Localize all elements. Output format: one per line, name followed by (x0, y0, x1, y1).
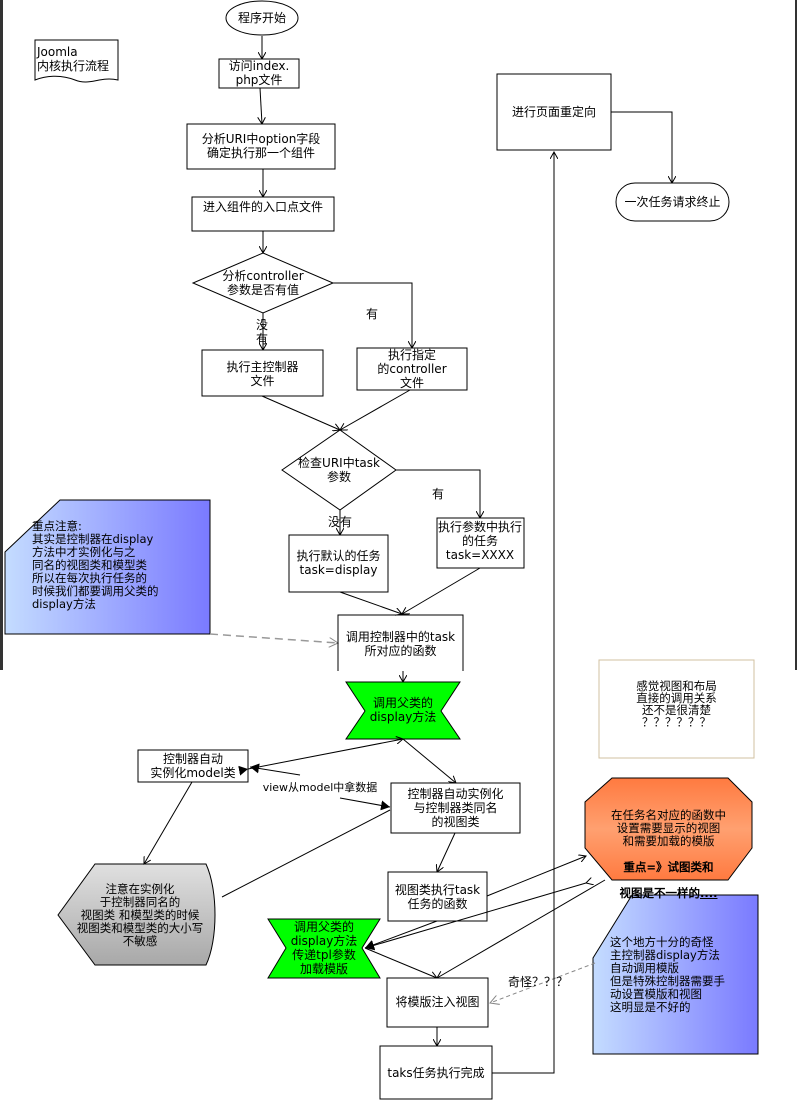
enter-component-box (191, 196, 335, 232)
arrow-main-to-task (261, 395, 340, 430)
arrow-display-to-view (402, 738, 456, 783)
arrow-orange-to-inject (437, 879, 606, 978)
arrow-model-to-case-note (144, 781, 193, 864)
arrow-done-to-redirect (492, 152, 554, 1074)
arrow-weird-to-inject (490, 962, 596, 1003)
enter-component-label: 进入组件的入口点文件 (202, 200, 323, 214)
visit-index-box (218, 58, 300, 89)
auto-view-label: 控制器自动实例化 与控制器类同名 的视图类 (407, 787, 504, 829)
arrow-visit-to-parse (260, 87, 262, 124)
param-task-box (436, 517, 525, 569)
yes-label-1: 有 (365, 307, 378, 321)
layout-note-box (598, 659, 755, 759)
arrow-yes-task (396, 469, 480, 518)
arrow-param-to-call (402, 567, 481, 614)
specified-controller-box (356, 347, 468, 391)
end-label: 一次任务请求终止 (624, 195, 721, 209)
set-view-note-normal: 在任务名对应的函数中 设置需要显示的视图 和需要加载的模版 (611, 808, 726, 848)
call-task-function-label: 调用控制器中的task 所对应的函数 (345, 630, 456, 658)
task-done-label: taks任务执行完成 (387, 1066, 485, 1080)
arrow-display-tpl-orange (364, 883, 586, 948)
left-frame-edge (0, 0, 3, 670)
set-view-note-bold-1: 重点=》试图类和 (623, 860, 714, 874)
main-controller-label: 执行主控制器 文件 (226, 360, 299, 388)
arrow-view-to-model (249, 763, 301, 776)
arrow-view-to-exec (437, 832, 456, 872)
no-label-2: 没有 (327, 515, 352, 529)
set-view-note-tail: .... (700, 886, 718, 900)
set-view-note-shape (584, 777, 753, 881)
arrow-redirect-to-end (611, 111, 672, 183)
layout-note-text: 感觉视图和布局 直接的调用关系 还不是很清楚 ？？？？？？ (636, 679, 717, 729)
weird-note-shape (592, 894, 759, 1055)
call-task-function-box (337, 614, 464, 671)
view-exec-task-label: 视图类执行task 任务的函数 (394, 883, 481, 911)
default-task-label: 执行默认的任务 task=display (296, 549, 381, 577)
arrow-default-to-call (339, 591, 402, 614)
weird-note-text: 这个地方十分的奇怪 主控制器display方法 自动调用模版 但是特殊控制器需要… (610, 935, 725, 1014)
start-ellipse (225, 0, 299, 36)
key-note-shape (4, 499, 211, 635)
parent-display-label: 调用父类的 display方法 (369, 696, 437, 724)
no-label-1: 没 有 (255, 318, 268, 346)
arrow-note-to-call (209, 633, 338, 643)
key-note-text: 重点注意: 其实是控制器在display 方法中才实例化与之 同名的视图类和模型… (32, 519, 159, 611)
arrow-yes-controller (333, 282, 412, 348)
param-task-label: 执行参数中执行 的任务 task=XXXX (437, 520, 522, 562)
parse-option-label: 分析URI中option字段 确定执行那一个组件 (201, 132, 321, 160)
start-label: 程序开始 (237, 11, 286, 25)
arrow-display-model (248, 739, 403, 769)
yes-label-2: 有 (431, 487, 444, 501)
case-note-shape (57, 863, 216, 966)
parent-display-shape (345, 681, 461, 740)
auto-view-box (390, 782, 521, 834)
set-view-note-bold-2: 视图是不一样的 (619, 886, 701, 900)
arrow-specified-to-task (340, 389, 411, 430)
task-done-box (379, 1045, 493, 1100)
arrow-exec-to-orange (486, 856, 586, 897)
default-task-box (288, 534, 389, 593)
main-controller-box (201, 349, 324, 397)
parse-option-box (186, 123, 336, 170)
inject-template-box (386, 977, 489, 1028)
visit-index-label: 访问index. php文件 (228, 59, 290, 87)
end-terminator (615, 182, 730, 222)
decision-task-label: 检查URI中task 参数 (298, 456, 380, 484)
inject-template-label: 将模版注入视图 (395, 995, 480, 1009)
weird-label: 奇怪？？？ (507, 975, 568, 989)
title-document-shape (34, 39, 119, 83)
diagram-title: Joomla 内核执行流程 (37, 45, 110, 73)
decision-controller-label: 分析controller 参数是否有值 (222, 269, 304, 297)
arrow-display-tpl-to-inject (364, 947, 437, 978)
arrow-model-to-view (339, 797, 391, 811)
right-frame-edge (795, 0, 797, 670)
auto-model-box (137, 749, 249, 783)
set-view-note-text: 在任务名对应的函数中 设置需要显示的视图 和需要加载的模版 重点=》试图类和 视… (585, 796, 752, 900)
specified-controller-label: 执行指定 的controller 文件 (377, 348, 447, 390)
redirect-label: 进行页面重定向 (511, 105, 596, 119)
parent-display-tpl-label: 调用父类的 display方法 传递tpl参数 加载模版 (290, 920, 358, 976)
case-note-text: 注意在实例化 于控制器同名的 视图类 和模型类的时候 视图类和模型类的大小写 不… (76, 882, 204, 948)
view-from-model-label: view从model中拿数据 (262, 781, 378, 794)
auto-model-label: 控制器自动 实例化model类 (150, 752, 236, 780)
line-case-note-to-view (221, 809, 391, 898)
redirect-box (496, 73, 612, 151)
